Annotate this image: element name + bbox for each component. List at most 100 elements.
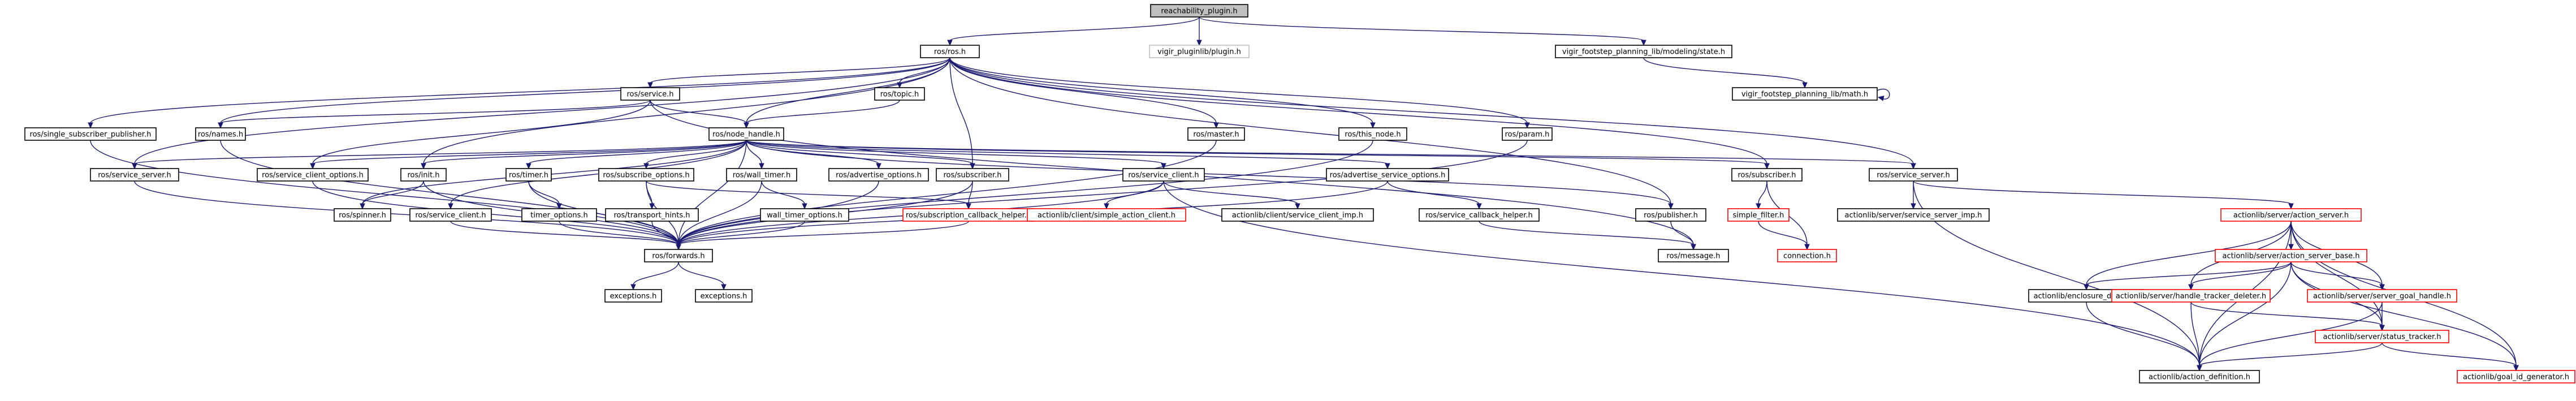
edge-node-handle-to-publisher bbox=[746, 140, 1674, 210]
node-label: actionlib/action_definition.h bbox=[2149, 373, 2250, 382]
node-box bbox=[2220, 208, 2362, 222]
node-label: actionlib/server/handle_tracker_deleter.… bbox=[2116, 292, 2266, 301]
node-wall-timer[interactable]: ros/wall_timer.h bbox=[726, 168, 797, 182]
node-service-client-imp[interactable]: actionlib/client/service_client_imp.h bbox=[1221, 208, 1374, 222]
node-exceptions2[interactable]: exceptions.h bbox=[695, 289, 753, 303]
node-subscribe-options[interactable]: ros/subscribe_options.h bbox=[598, 168, 694, 182]
node-goal-id-generator[interactable]: actionlib/goal_id_generator.h bbox=[2457, 370, 2575, 383]
node-box bbox=[936, 168, 1009, 182]
node-simple-filter[interactable]: simple_filter.h bbox=[1727, 208, 1790, 222]
node-service-server[interactable]: ros/service_server.h bbox=[90, 168, 179, 182]
node-box bbox=[1837, 208, 1990, 222]
node-msg-subscriber[interactable]: ros/subscriber.h bbox=[1731, 168, 1803, 182]
edge-action-server-base-to-enclosure-deleter bbox=[2084, 261, 2292, 291]
node-label: ros/subscriber.h bbox=[943, 171, 1001, 180]
node-reachability-plugin[interactable]: reachability_plugin.h bbox=[1150, 4, 1248, 18]
node-box bbox=[760, 208, 849, 222]
node-label: actionlib/server/status_tracker.h bbox=[2323, 333, 2441, 342]
edge-topic-to-node-handle bbox=[744, 100, 900, 129]
node-topic[interactable]: ros/topic.h bbox=[874, 87, 925, 101]
node-box bbox=[920, 45, 980, 58]
node-simple-action-client[interactable]: actionlib/client/simple_action_client.h bbox=[1027, 208, 1186, 222]
node-box bbox=[24, 127, 157, 141]
node-label: ros/service_callback_helper.h bbox=[1425, 212, 1533, 220]
node-publisher[interactable]: ros/publisher.h bbox=[1635, 208, 1706, 222]
node-forwards[interactable]: ros/forwards.h bbox=[644, 249, 713, 262]
node-param[interactable]: ros/param.h bbox=[1502, 127, 1553, 141]
node-this-node[interactable]: ros/this_node.h bbox=[1338, 127, 1407, 141]
node-box bbox=[400, 168, 447, 182]
edge-forwards-to-exceptions2 bbox=[678, 261, 727, 291]
node-box bbox=[409, 208, 492, 222]
node-service-server-imp[interactable]: actionlib/server/service_server_imp.h bbox=[1837, 208, 1990, 222]
node-ros-ros[interactable]: ros/ros.h bbox=[920, 45, 980, 58]
node-handle-tracker-deleter[interactable]: actionlib/server/handle_tracker_deleter.… bbox=[2111, 289, 2271, 303]
node-box bbox=[726, 168, 797, 182]
node-label: ros/timer.h bbox=[509, 171, 548, 180]
edge-init-to-spinner bbox=[360, 180, 424, 210]
node-box bbox=[2315, 330, 2449, 343]
node-label: connection.h bbox=[1783, 252, 1831, 261]
node-vigir-math[interactable]: vigir_footstep_planning_lib/math.h bbox=[1732, 87, 1878, 101]
node-timer-options[interactable]: timer_options.h bbox=[521, 208, 597, 222]
node-action-server-base[interactable]: actionlib/server/action_server_base.h bbox=[2215, 249, 2367, 262]
node-single-subscriber-publisher[interactable]: ros/single_subscriber_publisher.h bbox=[24, 127, 157, 141]
node-timer[interactable]: ros/timer.h bbox=[505, 168, 552, 182]
node-box bbox=[1326, 168, 1449, 182]
edge-ros-ros-to-master bbox=[949, 57, 1219, 129]
node-transport-hints[interactable]: ros/transport_hints.h bbox=[605, 208, 699, 222]
node-label: ros/service_client.h bbox=[415, 212, 486, 220]
node-action-server[interactable]: actionlib/server/action_server.h bbox=[2220, 208, 2362, 222]
node-exceptions1[interactable]: exceptions.h bbox=[604, 289, 662, 303]
edge-vigir-state-to-vigir-math bbox=[1643, 57, 1808, 89]
node-label: ros/init.h bbox=[407, 171, 439, 180]
node-master[interactable]: ros/master.h bbox=[1187, 127, 1245, 141]
node-box bbox=[1731, 168, 1803, 182]
node-vigir-state[interactable]: vigir_footstep_planning_lib/modeling/sta… bbox=[1555, 45, 1732, 58]
node-server-goal-handle[interactable]: actionlib/server/server_goal_handle.h bbox=[2307, 289, 2457, 303]
node-status-tracker[interactable]: actionlib/server/status_tracker.h bbox=[2315, 330, 2449, 343]
node-message[interactable]: ros/message.h bbox=[1658, 249, 1729, 262]
node-label: vigir_pluginlib/plugin.h bbox=[1157, 48, 1241, 57]
node-service-client[interactable]: ros/service_client.h bbox=[1122, 168, 1205, 182]
node-box bbox=[1419, 208, 1540, 222]
node-names[interactable]: ros/names.h bbox=[195, 127, 246, 141]
edge-service-client-to-simple-action-client bbox=[1104, 180, 1164, 210]
node-box bbox=[644, 249, 713, 262]
node-init[interactable]: ros/init.h bbox=[400, 168, 447, 182]
node-advertise-options[interactable]: ros/advertise_options.h bbox=[828, 168, 929, 182]
edge-enclosure-deleter-to-action-definition bbox=[2086, 301, 2202, 372]
node-label: ros/service.h bbox=[626, 90, 673, 99]
node-box bbox=[1187, 127, 1245, 141]
edge-node-handle-to-msg-service-server bbox=[746, 140, 1916, 170]
node-rs-service-client[interactable]: ros/service_client.h bbox=[409, 208, 492, 222]
node-spinner[interactable]: ros/spinner.h bbox=[334, 208, 391, 222]
node-box bbox=[195, 127, 246, 141]
node-action-definition[interactable]: actionlib/action_definition.h bbox=[2139, 370, 2260, 383]
node-service[interactable]: ros/service.h bbox=[620, 87, 680, 101]
node-label: actionlib/server/action_server_base.h bbox=[2223, 252, 2360, 261]
node-label: ros/service_client.h bbox=[1128, 171, 1199, 180]
node-subscriber[interactable]: ros/subscriber.h bbox=[936, 168, 1009, 182]
edge-action-server-base-to-server-goal-handle bbox=[2290, 261, 2385, 291]
node-advertise-service-options[interactable]: ros/advertise_service_options.h bbox=[1326, 168, 1449, 182]
node-service-callback-helper[interactable]: ros/service_callback_helper.h bbox=[1419, 208, 1540, 222]
node-service-client-options[interactable]: ros/service_client_options.h bbox=[257, 168, 369, 182]
node-label: ros/this_node.h bbox=[1345, 131, 1401, 139]
node-vigir-pluginlib-plugin[interactable]: vigir_pluginlib/plugin.h bbox=[1149, 45, 1250, 58]
node-label: reachability_plugin.h bbox=[1161, 7, 1237, 16]
edge-status-tracker-to-action-definition bbox=[2197, 342, 2383, 372]
node-wall-timer-options[interactable]: wall_timer_options.h bbox=[760, 208, 849, 222]
edge-msg-service-server-to-action-server bbox=[1913, 180, 2294, 210]
edge-node-handle-to-subscribe-options bbox=[643, 140, 747, 170]
edge-node-handle-to-timer bbox=[526, 140, 747, 170]
edge-reachability-plugin-to-ros-ros bbox=[947, 16, 1200, 46]
edge-advertise-service-options-to-service-callback-helper bbox=[1387, 180, 1482, 210]
node-connection[interactable]: connection.h bbox=[1777, 249, 1837, 262]
node-subscription-callback-helper[interactable]: ros/subscription_callback_helper.h bbox=[902, 208, 1035, 222]
edge-forwards-to-exceptions1 bbox=[630, 261, 679, 291]
node-label: ros/message.h bbox=[1667, 252, 1721, 261]
node-node-handle[interactable]: ros/node_handle.h bbox=[708, 127, 784, 141]
node-msg-service-server[interactable]: ros/service_server.h bbox=[1869, 168, 1958, 182]
